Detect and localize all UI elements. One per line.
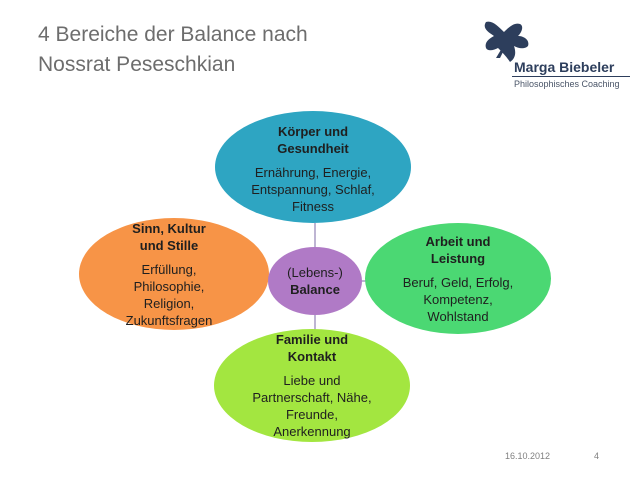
node-left-heading: Sinn, Kultur und Stille [132,220,206,253]
logo-name: Marga Biebeler [514,59,615,75]
node-koerper-gesundheit: Körper und Gesundheit Ernährung, Energie… [215,111,411,223]
node-center-balance: (Lebens-) Balance [268,247,362,315]
logo-subtitle: Philosophisches Coaching [514,79,620,89]
slide-title-line-1: 4 Bereiche der Balance nach [38,23,308,46]
center-line-1: (Lebens-) [287,265,343,280]
node-left-body: Erfüllung, Philosophie, Religion, Zukunf… [125,261,213,328]
node-right-body: Beruf, Geld, Erfolg, Kompetenz, Wohlstan… [402,274,514,324]
node-sinn-kultur-stille: Sinn, Kultur und Stille Erfüllung, Philo… [79,218,269,330]
node-bottom-heading: Familie und Kontakt [275,332,349,364]
slide-title: 4 Bereiche der Balance nach Nossrat Pese… [38,20,398,80]
node-right-heading: Arbeit und Leistung [425,233,491,266]
footer-page-number: 4 [594,451,600,461]
node-arbeit-leistung: Arbeit und Leistung Beruf, Geld, Erfolg,… [365,223,551,334]
node-bottom-body: Liebe und Partnerschaft, Nähe, Freunde, … [252,373,372,439]
logo-divider [512,76,630,77]
node-top-heading: Körper und Gesundheit [277,124,349,156]
slide-title-line-2: Nossrat Peseschkian [38,53,236,76]
footer-date: 16.10.2012 [505,451,551,461]
node-top-body: Ernährung, Energie, Entspannung, Schlaf,… [251,165,375,214]
center-line-2: Balance [290,282,340,297]
bird-in-flight-icon [484,21,529,62]
node-familie-kontakt: Familie und Kontakt Liebe und Partnersch… [214,329,410,442]
